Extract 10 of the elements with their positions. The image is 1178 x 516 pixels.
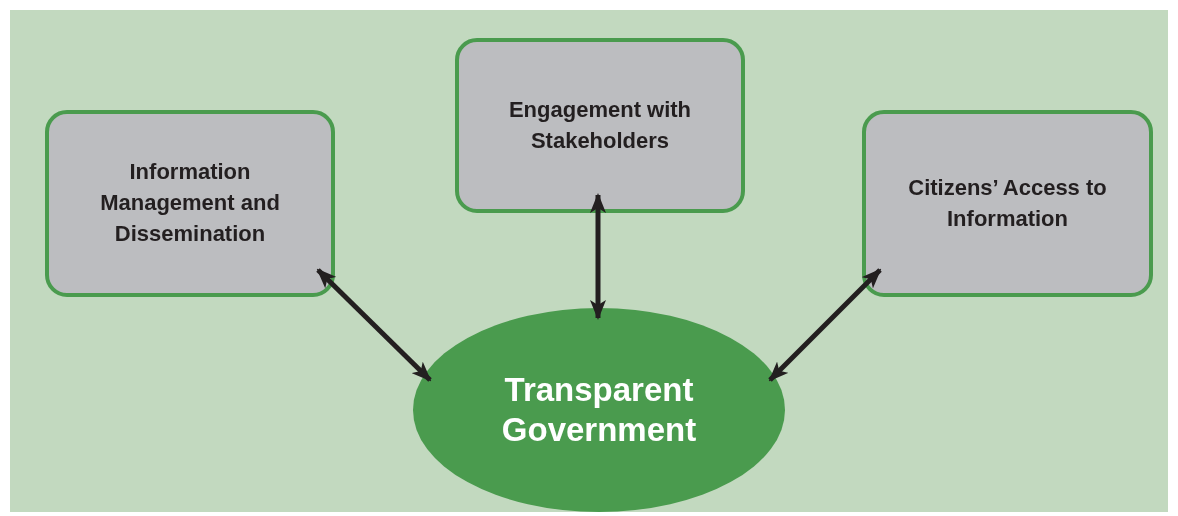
rounded-box — [45, 110, 335, 297]
rounded-box — [862, 110, 1153, 297]
rounded-box — [455, 38, 745, 213]
double-arrow — [590, 193, 606, 320]
node-label: Transparent Government — [500, 370, 698, 450]
double-arrow — [768, 268, 882, 382]
node-label: Engagement with Stakeholders — [507, 95, 693, 155]
node-label: Information Management and Dissemination — [99, 158, 281, 248]
node-label: Citizens’ Access to Information — [907, 173, 1108, 233]
double-arrow — [316, 268, 432, 382]
